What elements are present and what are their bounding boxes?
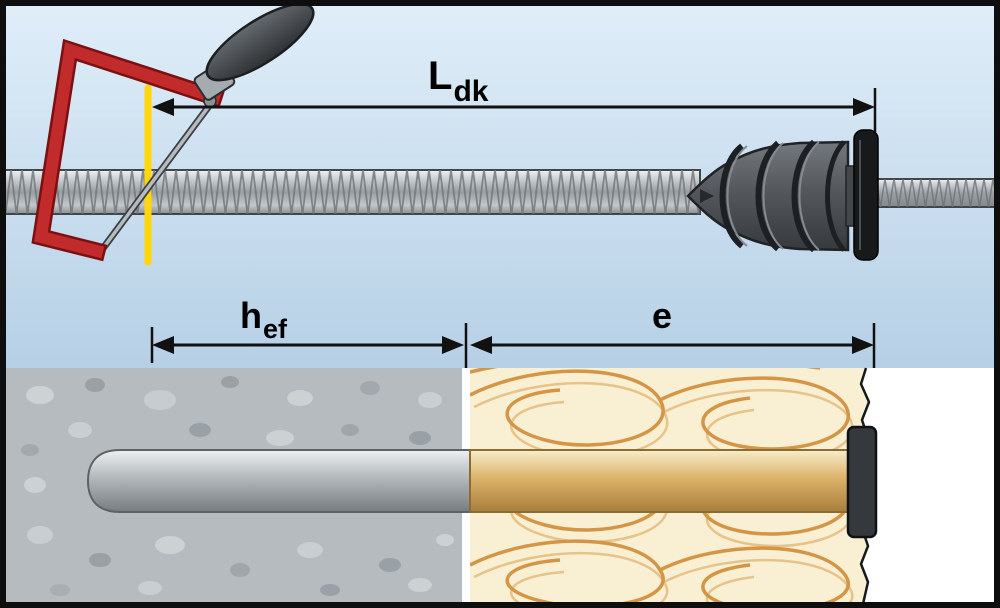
cross-section [4,367,996,604]
saw-frame [31,38,225,262]
anchor-washer [853,129,879,261]
saw-blade [98,99,215,254]
ldk-base: L [428,54,453,98]
anchor-nose-mark [700,189,714,203]
wall-render [861,368,996,604]
dimension-ldk [152,88,877,132]
rod-stub [875,178,996,208]
concrete-speckles [21,376,454,596]
insulation-anchor [686,129,879,261]
dimension-hef [150,323,468,368]
dimension-label-hef: hef [240,295,287,343]
ldk-subscript: dk [453,75,489,108]
anchor-plate-section [846,425,878,539]
embedded-rod [86,449,471,513]
e-base: e [652,295,673,336]
dimension-label-ldk: Ldk [428,54,488,107]
dimension-label-e: e [652,298,673,334]
hacksaw [31,4,315,262]
hef-subscript: ef [263,314,288,344]
dimension-e [470,323,876,368]
saw-handle [205,4,315,82]
threaded-rod [4,169,701,215]
anchor-spiral-fins [719,139,846,253]
hef-base: h [240,295,262,336]
sleeve-rod [469,449,855,513]
